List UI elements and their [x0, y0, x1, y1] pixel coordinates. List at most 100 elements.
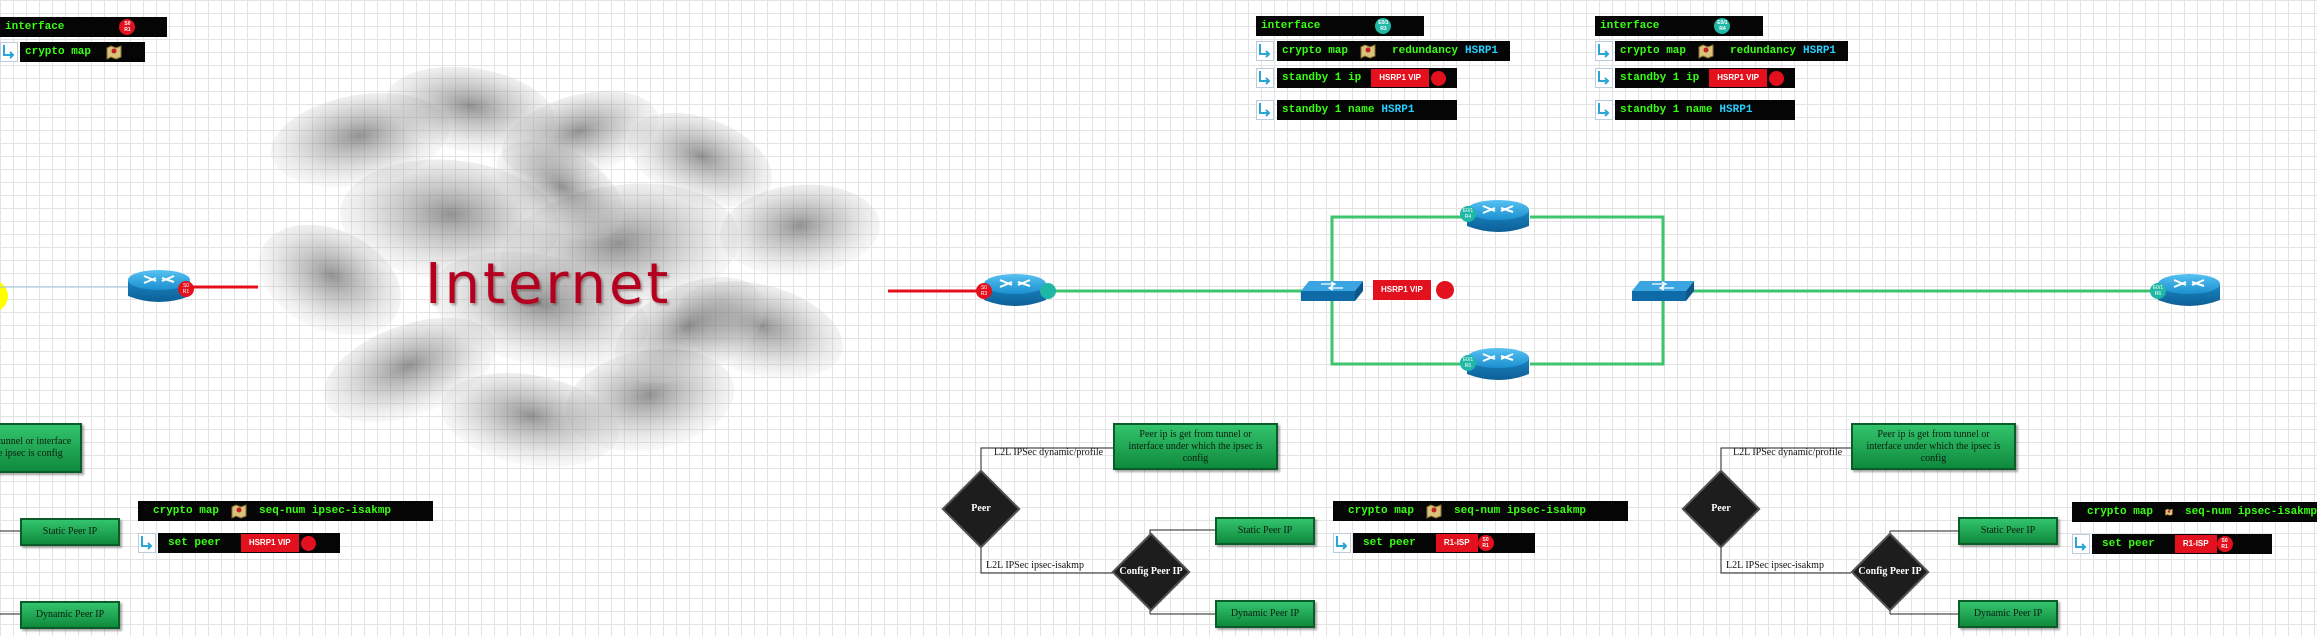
vip-dot	[300, 535, 316, 551]
keyword: crypto map	[2087, 506, 2154, 518]
note-line: e ipsec is config	[0, 448, 63, 459]
return-arrow-icon	[138, 533, 156, 553]
static-peer-ip-label: Static Peer IP	[42, 526, 98, 537]
router-icon[interactable]	[1467, 200, 1529, 232]
crypto-map-icon	[1426, 504, 1442, 519]
crypto-map-icon	[1698, 44, 1714, 59]
hsrp-vip-label: HSRP1 VIP	[1373, 280, 1431, 300]
yellow-node	[0, 282, 8, 310]
keyword: crypto map	[153, 505, 220, 517]
return-arrow-icon	[1256, 68, 1274, 88]
config-peer-ip-label: Config Peer IP	[1119, 566, 1183, 577]
tag-line: E0/1	[1462, 208, 1474, 214]
peer-ip-note-box: Peer ip is get from tunnel or interface …	[1113, 423, 1278, 470]
return-arrow-icon	[1595, 100, 1613, 120]
return-arrow-icon	[1256, 41, 1274, 61]
tag-line: R1	[124, 27, 131, 33]
tag-line: S0	[182, 283, 190, 289]
keyword: standby 1 name	[1620, 104, 1713, 116]
tag-line: E0/1	[1378, 20, 1389, 26]
standby-ip-command: standby 1 ip HSRP1 VIP	[1615, 68, 1795, 88]
router-icon[interactable]	[2158, 274, 2220, 306]
keyword: crypto map	[1620, 45, 1687, 57]
switch-icon[interactable]	[1632, 281, 1694, 301]
crypto-map-icon	[106, 45, 122, 60]
static-peer-ip-label: Static Peer IP	[1237, 525, 1293, 536]
keyword: redundancy	[1392, 45, 1459, 57]
keyword: seq-num ipsec-isakmp	[1454, 505, 1587, 517]
vip-dot	[1769, 70, 1785, 86]
crypto-map-icon	[2165, 508, 2173, 516]
config-peer-ip-diamond[interactable]	[1850, 532, 1930, 612]
peer-ip-note-box: Peer ip is get from tunnel or interface …	[1851, 423, 2016, 470]
keyword: crypto map	[1348, 505, 1415, 517]
tag-line: R4	[1464, 214, 1472, 220]
crypto-map-icon	[1360, 44, 1376, 59]
hsrp-name: HSRP1	[1803, 45, 1837, 57]
tag-line: E0/1	[1717, 20, 1728, 26]
switch-icon[interactable]	[1301, 281, 1363, 301]
hsrp-name: HSRP1	[1719, 104, 1753, 116]
internet-label: Internet	[425, 252, 672, 317]
peer-diamond-label: Peer	[1711, 503, 1731, 514]
keyword: set peer	[168, 537, 221, 549]
router-icon[interactable]	[984, 274, 1046, 306]
keyword: crypto map	[1282, 45, 1349, 57]
tag-line: S0	[2221, 538, 2228, 544]
hsrp-name: HSRP1	[1465, 45, 1499, 57]
hsrp-vip-label: HSRP1 VIP	[240, 534, 299, 552]
keyword: set peer	[1363, 537, 1416, 549]
keyword: standby 1 ip	[1282, 72, 1362, 84]
tag-line: S0	[124, 21, 131, 27]
crypto-map-seq-command: crypto map seq-num ipsec-isakmp	[2072, 502, 2317, 522]
peer-ip-note-text: Peer ip is get from tunnel or interface …	[1128, 428, 1263, 464]
keyword: crypto map	[25, 46, 92, 58]
return-arrow-icon	[1595, 41, 1613, 61]
tag-line: R1	[182, 289, 190, 295]
internet-cloud	[258, 66, 880, 467]
router-icon[interactable]	[128, 270, 190, 302]
standby-name-command: standby 1 name HSRP1	[1277, 100, 1457, 120]
static-peer-ip-box[interactable]: Static Peer IP	[20, 518, 120, 546]
static-peer-ip-box[interactable]: Static Peer IP	[1215, 517, 1315, 545]
dynamic-peer-ip-box[interactable]: Dynamic Peer IP	[1958, 600, 2058, 628]
tag-line: R5	[1464, 363, 1472, 369]
peer-diamond[interactable]	[1681, 469, 1761, 549]
set-peer-command: set peer HSRP1 VIP	[158, 533, 340, 553]
note-line: tunnel or interface	[0, 436, 72, 447]
tag-line: R3	[980, 291, 988, 297]
return-arrow-icon	[1256, 100, 1274, 120]
interface-tag-e01-r3	[1040, 283, 1056, 299]
router-icon[interactable]	[1467, 348, 1529, 380]
lan-links	[1048, 215, 2160, 366]
dynamic-peer-ip-box[interactable]: Dynamic Peer IP	[1215, 600, 1315, 628]
l2l-isakmp-label: L2L IPSec ipsec-isakmp	[986, 560, 1084, 571]
dynamic-peer-ip-box[interactable]: Dynamic Peer IP	[20, 601, 120, 629]
vip-dot	[1431, 70, 1447, 86]
peer-diamond[interactable]	[941, 469, 1021, 549]
config-peer-ip-label: Config Peer IP	[1858, 566, 1922, 577]
keyword: interface	[5, 21, 65, 33]
static-peer-ip-box[interactable]: Static Peer IP	[1958, 517, 2058, 545]
crypto-map-seq-command: crypto map seq-num ipsec-isakmp	[138, 501, 433, 521]
l2l-dynamic-label: L2L IPSec dynamic/profile	[994, 447, 1104, 458]
keyword: standby 1 name	[1282, 104, 1375, 116]
dynamic-peer-ip-label: Dynamic Peer IP	[1973, 608, 2043, 619]
crypto-map-command: crypto map	[20, 42, 145, 62]
vip-dot	[1435, 281, 1454, 299]
keyword: interface	[1600, 20, 1660, 32]
config-peer-ip-diamond[interactable]	[1111, 532, 1191, 612]
return-arrow-icon	[0, 42, 18, 62]
peer-ip-note-text: Peer ip is get from tunnel or interface …	[1866, 428, 2001, 464]
standby-ip-command: standby 1 ip HSRP1 VIP	[1277, 68, 1457, 88]
